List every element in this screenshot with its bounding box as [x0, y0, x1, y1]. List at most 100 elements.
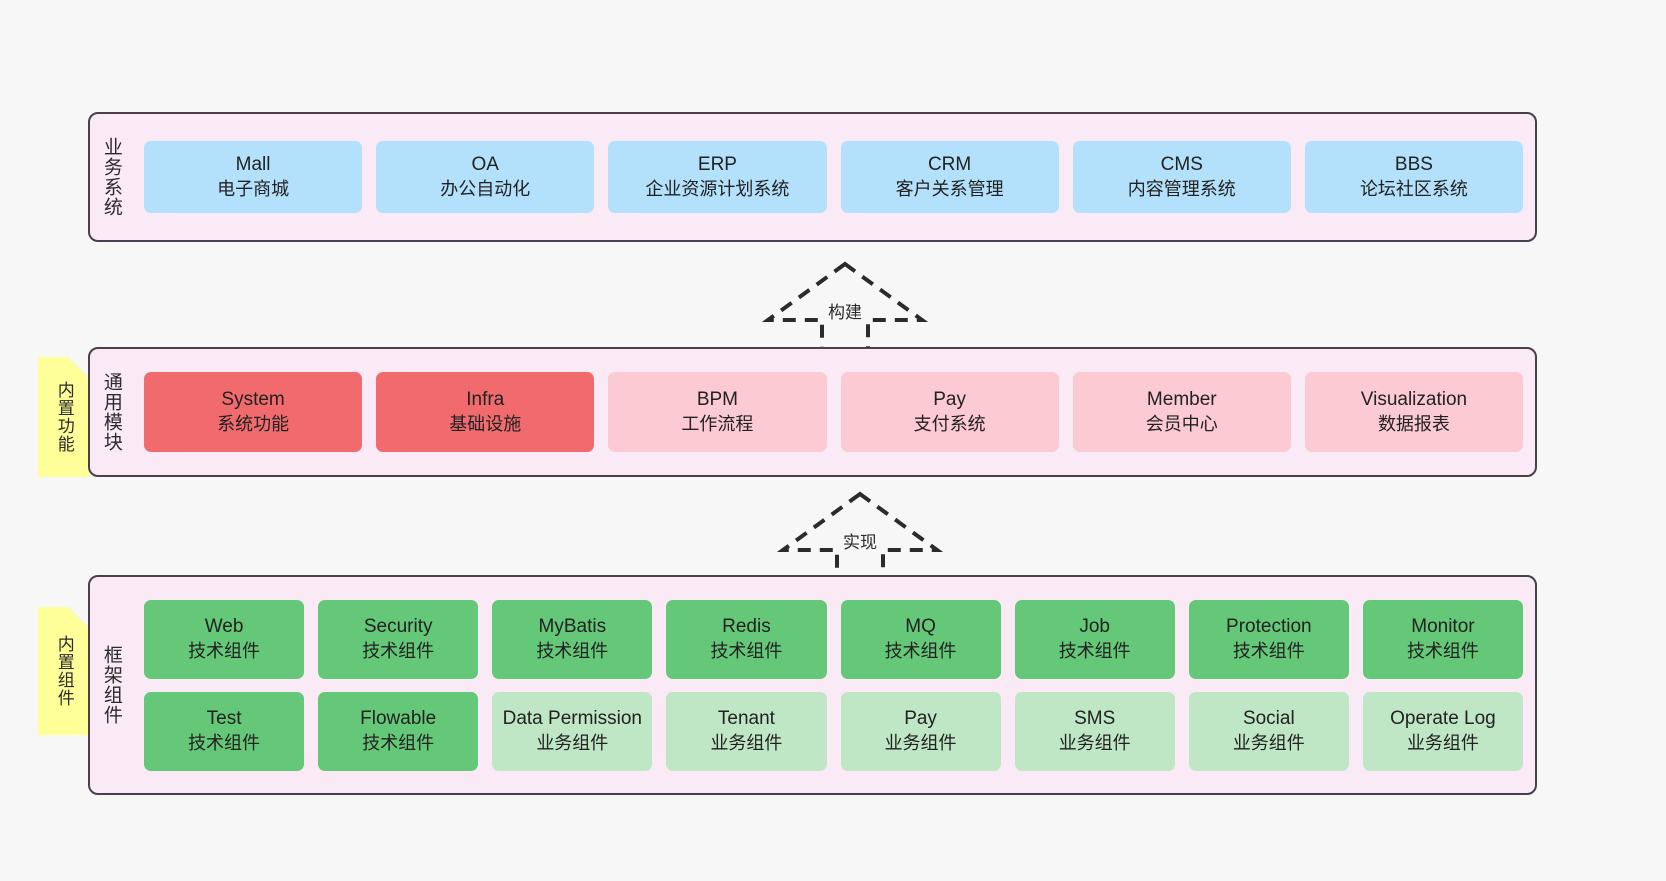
- card-title-en: Redis: [722, 616, 771, 638]
- card-title-cn: 基础设施: [449, 413, 522, 434]
- card-title-cn: 业务组件: [1058, 732, 1131, 753]
- card-title-en: Pay: [904, 708, 937, 730]
- card-title-cn: 数据报表: [1377, 413, 1450, 434]
- card-title-en: Tenant: [717, 708, 775, 730]
- card-title-en: Infra: [466, 389, 505, 411]
- card-title-en: Job: [1079, 616, 1110, 638]
- card-title-cn: 系统功能: [217, 413, 290, 434]
- note-builtin-feature-label: 内置功能: [54, 381, 74, 453]
- card-title-en: CMS: [1160, 154, 1203, 176]
- card-title-cn: 电子商城: [217, 178, 290, 199]
- card-title-cn: 技术组件: [1406, 640, 1479, 661]
- card-title-cn: 支付系统: [913, 413, 986, 434]
- card-title-en: System: [221, 389, 285, 411]
- card-title-cn: 技术组件: [884, 640, 957, 661]
- card-title-cn: 论坛社区系统: [1359, 178, 1468, 199]
- card-title-cn: 技术组件: [188, 640, 261, 661]
- card-title-cn: 业务组件: [1406, 732, 1479, 753]
- card-title-cn: 企业资源计划系统: [645, 178, 790, 199]
- card-title-cn: 会员中心: [1145, 413, 1218, 434]
- card-title-cn: 技术组件: [1232, 640, 1305, 661]
- card-title-cn: 技术组件: [1058, 640, 1131, 661]
- card-title-cn: 客户关系管理: [895, 178, 1004, 199]
- card-title-cn: 技术组件: [362, 640, 435, 661]
- layer-framework-title: 框架组件: [100, 645, 122, 725]
- card-title-cn: 内容管理系统: [1127, 178, 1236, 199]
- layer-common-title: 通用模块: [100, 372, 122, 452]
- card-title-cn: 技术组件: [188, 732, 261, 753]
- note-builtin-component-label: 内置组件: [54, 635, 74, 707]
- arrow-label-build: 构建: [826, 298, 864, 323]
- card-title-cn: 技术组件: [536, 640, 609, 661]
- card-title-en: Monitor: [1411, 616, 1475, 638]
- card-title-en: MQ: [905, 616, 936, 638]
- card-title-en: SMS: [1074, 708, 1116, 730]
- note-builtin-feature: 内置功能: [38, 357, 90, 477]
- card-title-en: Operate Log: [1390, 708, 1496, 730]
- generalization-arrow-build: 构建: [760, 258, 930, 354]
- card-title-cn: 业务组件: [710, 732, 783, 753]
- card-title-en: Test: [206, 708, 242, 730]
- card-title-en: Data Permission: [502, 708, 642, 730]
- card-title-en: Security: [363, 616, 433, 638]
- card-title-en: Social: [1242, 708, 1295, 730]
- layer-business-title: 业务系统: [100, 137, 122, 217]
- card-title-cn: 办公自动化: [440, 178, 531, 199]
- card-title-en: ERP: [697, 154, 737, 176]
- card-title-en: Protection: [1226, 616, 1312, 638]
- card-title-cn: 工作流程: [681, 413, 754, 434]
- card-title-en: Visualization: [1360, 389, 1468, 411]
- card-title-en: Member: [1146, 389, 1217, 411]
- card-title-cn: 技术组件: [710, 640, 783, 661]
- card-title-en: BPM: [696, 389, 739, 411]
- card-title-en: CRM: [927, 154, 972, 176]
- arrow-label-realize: 实现: [841, 528, 879, 553]
- card-title-en: MyBatis: [538, 616, 607, 638]
- generalization-arrow-realize: 实现: [775, 488, 945, 584]
- card-title-cn: 业务组件: [884, 732, 957, 753]
- note-builtin-component: 内置组件: [38, 607, 90, 735]
- card-title-cn: 业务组件: [536, 732, 609, 753]
- card-title-cn: 业务组件: [1232, 732, 1305, 753]
- card-title-en: BBS: [1394, 154, 1433, 176]
- card-title-en: Web: [204, 616, 244, 638]
- card-title-en: Flowable: [360, 708, 437, 730]
